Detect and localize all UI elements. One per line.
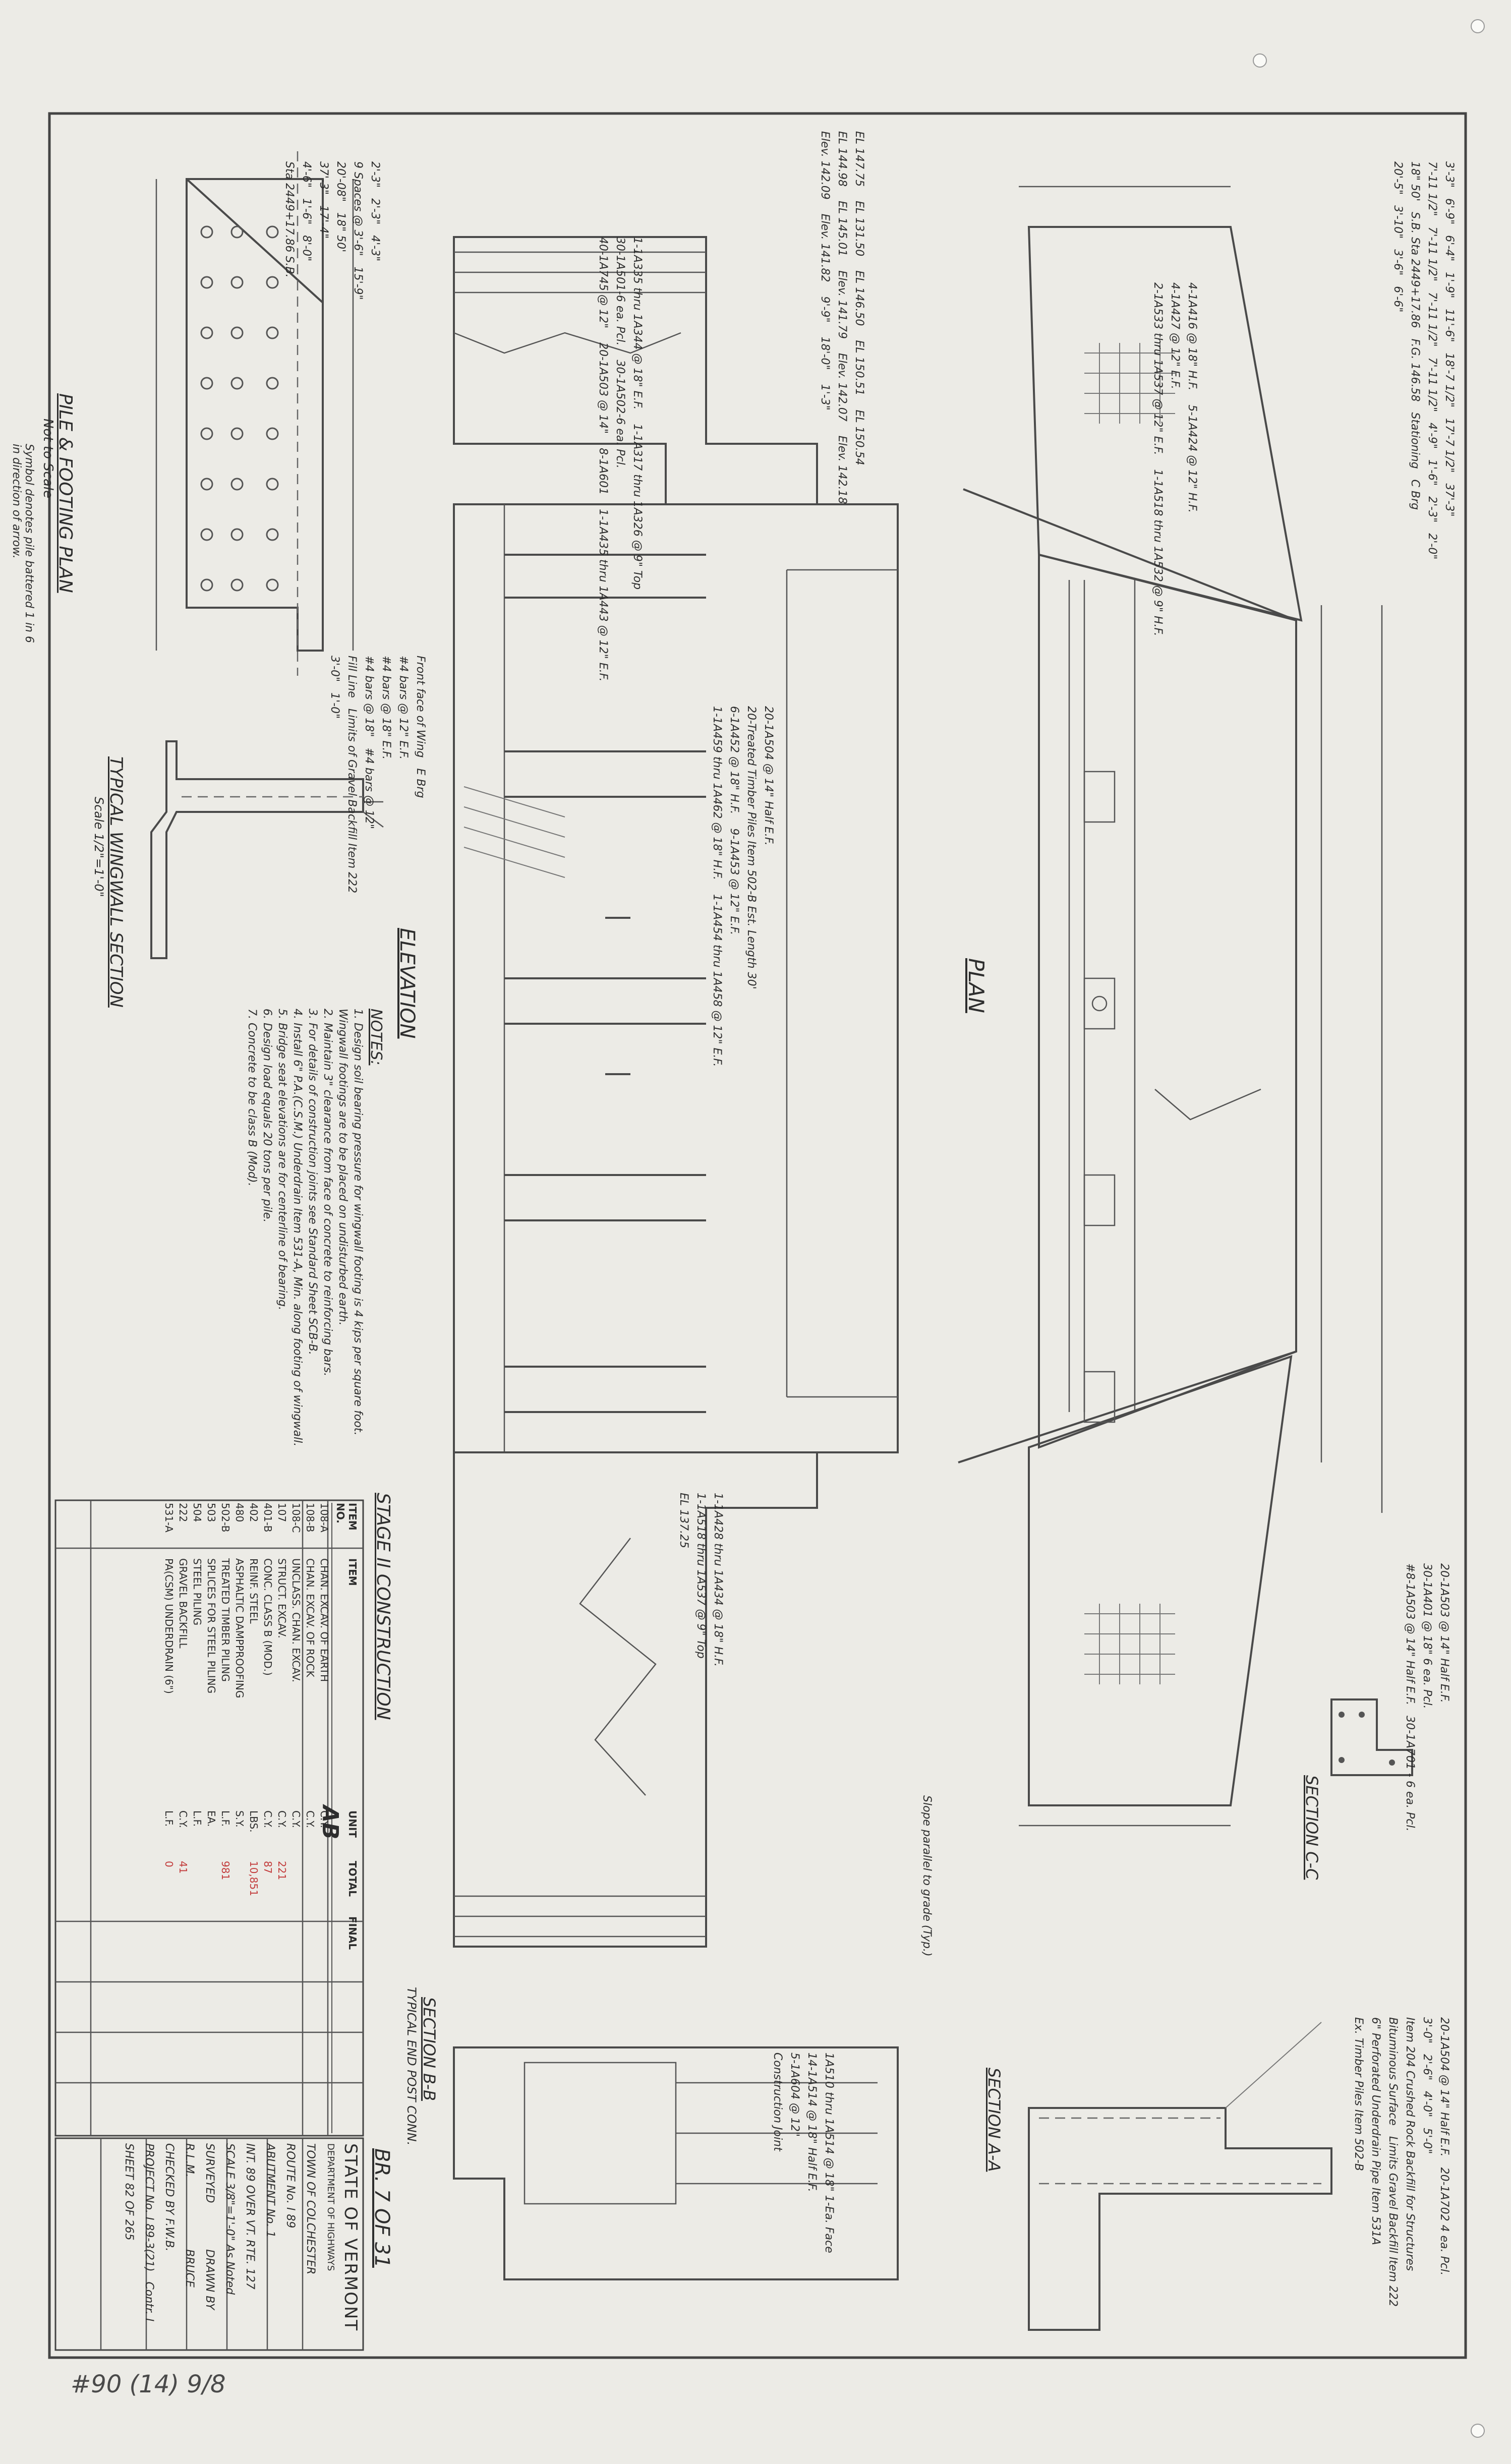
department: DEPARTMENT OF HIGHWAYS <box>325 2143 336 2271</box>
elevation-labels-b: 20-1A504 @ 14" Half E.F. 20-Treated Timb… <box>711 706 775 1067</box>
note-item: 6. Design load equals 20 tons per pile. <box>261 1009 273 1223</box>
pile-plan-dimensions: 2'-3" 2'-3" 4'-3" 9 Spaces @ 3'-6" 15'-9… <box>283 161 381 300</box>
header-total: TOTAL <box>346 1861 359 1897</box>
plan-labels-a: 3'-3" 6'-9" 6'-4" 1'-9" 11'-6" 18'-7 1/2… <box>1391 161 1456 560</box>
binder-hole-icon <box>1471 19 1485 33</box>
wingwall-scale: Scale 1/2"=1'-0" <box>92 797 106 897</box>
sheet-br-title: BR. 7 OF 31 <box>370 2148 393 2268</box>
sheet-border <box>48 112 1467 2359</box>
header-final: FINAL <box>346 1916 359 1950</box>
elevation-labels-c: 1-1A335 thru 1A344 @ 18" E.F. 1-1A317 th… <box>597 237 644 682</box>
abutment: ABUTMENT No. 1 <box>264 2143 276 2238</box>
note-item: 2. Maintain 3" clearance from face of co… <box>321 1009 334 1377</box>
plan-labels-b: 4-1A416 @ 18" H.F. 5-1A424 @ 12" H.F. 4-… <box>1151 282 1198 636</box>
header-item: ITEM <box>346 1558 359 1586</box>
elevation-labels-d: 1-1A428 thru 1A434 @ 18" H.F. 1-1A518 th… <box>677 1493 724 1667</box>
section-bb-sub: TYPICAL END POST CONN. <box>404 1987 419 2146</box>
wingwall-labels: Front face of Wing E Brg #4 bars @ 12" E… <box>328 656 427 894</box>
notes-block: NOTES: 1. Design soil bearing pressure f… <box>244 1009 385 1462</box>
handwritten-ref: #90 (14) 9/8 <box>71 2370 226 2398</box>
section-aa <box>1028 2022 1332 2331</box>
plan-title: PLAN <box>964 958 989 1013</box>
pile-plan-scale: Not to Scale <box>40 419 55 499</box>
note-item: 1. Design soil bearing pressure for wing… <box>336 1009 364 1436</box>
binder-hole-icon <box>1253 53 1267 68</box>
elevation-title: ELEVATION <box>395 928 419 1039</box>
state-name: STATE OF VERMONT <box>340 2143 361 2332</box>
wingwall-title: TYPICAL WINGWALL SECTION <box>106 756 126 1008</box>
header-no: ITEM NO. <box>334 1503 359 1531</box>
note-item: 7. Concrete to be class B (Mod). <box>246 1009 258 1187</box>
wingwall-section <box>150 740 384 959</box>
plan-slope-note: Slope parallel to grade (Typ.) <box>920 1795 933 1957</box>
checked: CHECKED BY F.W.B. <box>163 2143 176 2252</box>
pile-footing-plan <box>155 151 354 676</box>
section-labels-a: 20-1A503 @ 14" Half E.F. 30-1A401 @ 18" … <box>1404 1563 1450 1832</box>
notes-title: NOTES: <box>367 1009 385 1066</box>
route: ROUTE No. I 89 <box>284 2143 297 2228</box>
section-cc <box>1330 1698 1413 1776</box>
section-bb-title: SECTION B-B <box>420 1997 439 2101</box>
sheet-number: SHEET 82 OF 265 <box>123 2143 135 2241</box>
title-block-text: STATE OF VERMONT DEPARTMENT OF HIGHWAYS … <box>58 2143 361 2350</box>
section-aa-title: SECTION A-A <box>984 2068 1004 2172</box>
title-block <box>54 2137 364 2351</box>
plan-view <box>958 186 1383 1827</box>
binder-hole-icon <box>1471 2424 1485 2438</box>
elevation-view <box>453 236 899 1948</box>
note-item: 5. Bridge seat elevations are for center… <box>276 1009 288 1311</box>
note-item: 4. Install 6" P.A.(C.S.M.) Underdrain It… <box>291 1009 304 1447</box>
section-cc-title: SECTION C-C <box>1302 1775 1321 1880</box>
scale: SCALE 3/8"=1'-0" As Noted <box>223 2143 236 2295</box>
pile-symbol-note: Symbol denotes pile battered 1 in 6 in d… <box>10 444 35 643</box>
approval-initials: AB <box>317 1805 343 1840</box>
section-bb <box>453 2046 899 2280</box>
quantities-table <box>54 1499 364 2137</box>
section-labels-b: 20-1A504 @ 14" Half E.F. 20-1A702 4 ea. … <box>1352 2017 1450 2307</box>
project: PROJECT No. I 89-3(21) Contr. I <box>143 2143 155 2322</box>
surveyed: SURVEYED R.L.M. DRAWN BY BRUCE <box>183 2143 216 2310</box>
section-labels-c: 1A510 thru 1A514 @ 18" 1-Ea. Face 14-1A5… <box>771 2052 835 2253</box>
stage-title: STAGE II CONSTRUCTION <box>373 1493 393 1720</box>
town: TOWN OF COLCHESTER <box>304 2143 317 2275</box>
pile-plan-title: PILE & FOOTING PLAN <box>55 393 76 593</box>
crossing: INT. 89 OVER VT. RTE. 127 <box>244 2143 256 2290</box>
note-item: 3. For details of construction joints se… <box>306 1009 319 1355</box>
elevation-labels-a: EL 147.75 EL 131.50 EL 146.50 EL 150.51 … <box>819 131 865 504</box>
